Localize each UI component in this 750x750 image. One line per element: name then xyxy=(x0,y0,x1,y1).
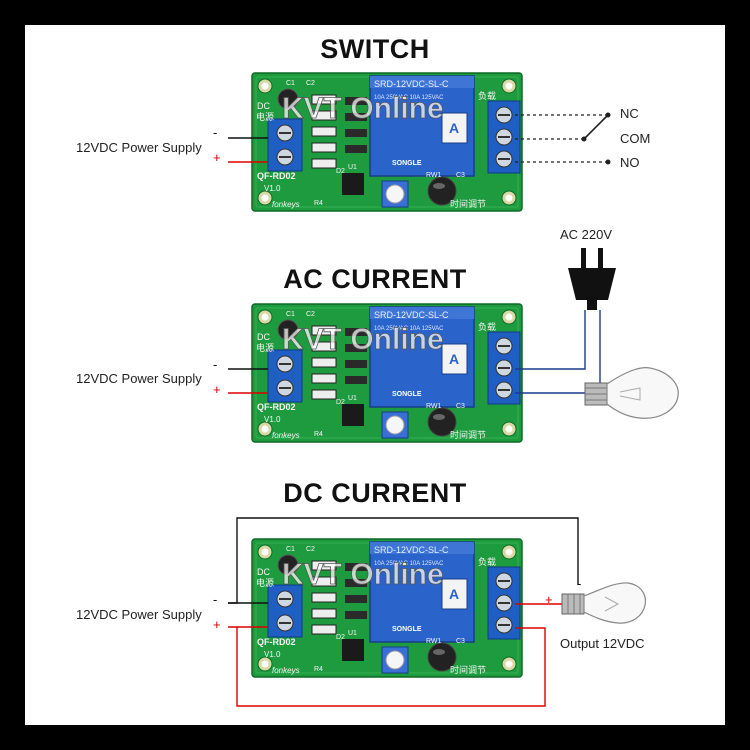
board-version-text: V1.0 xyxy=(264,184,281,193)
board-maker-text: fonkeys xyxy=(272,200,300,209)
ac-minus-sign: - xyxy=(213,357,218,372)
silk-load-text: 负载 xyxy=(478,556,496,567)
silk-dc-text: DC xyxy=(257,332,270,342)
board-version-text: V1.0 xyxy=(264,415,281,424)
ac-plug-icon xyxy=(568,248,616,310)
silk-load-text: 负载 xyxy=(478,321,496,332)
dc-supply-label: 12VDC Power Supply xyxy=(76,607,202,622)
silk-rw1-text: RW1 xyxy=(426,172,442,179)
relay-rating-text: 10A 250VAC 10A 125VAC xyxy=(374,561,444,567)
no-label: NO xyxy=(620,155,640,170)
silk-time-text: 时间调节 xyxy=(450,429,486,440)
relay-module-board: SRD-12VDC-SL-C 10A 250VAC 10A 125VAC SONGL… xyxy=(251,538,523,678)
silk-r4-text: R4 xyxy=(314,666,323,673)
dc-wiring xyxy=(228,517,647,707)
relay-brand-text: SONGLE xyxy=(392,160,422,167)
ac-supply-label: 12VDC Power Supply xyxy=(76,371,202,386)
ac-220v-label: AC 220V xyxy=(560,227,613,242)
dc-section-title: DC CURRENT xyxy=(283,478,467,508)
board-maker-text: fonkeys xyxy=(272,666,300,675)
dc-minus-sign: - xyxy=(213,592,218,607)
silk-time-text: 时间调节 xyxy=(450,198,486,209)
board-model-text: QF-RD02 xyxy=(257,171,296,181)
board-maker-text: fonkeys xyxy=(272,431,300,440)
relay-model-text: SRD-12VDC-SL-C xyxy=(374,545,449,555)
silk-c3-text: C3 xyxy=(456,638,465,645)
relay-rating-text: 10A 250VAC 10A 125VAC xyxy=(374,95,444,101)
relay-module-board: SRD-12VDC-SL-C 10A 250VAC 10A 125VAC SONGL… xyxy=(251,72,523,212)
silk-c2-text: C2 xyxy=(306,546,315,553)
silk-r4-text: R4 xyxy=(314,200,323,207)
dc-plus-sign: + xyxy=(213,617,221,632)
switch-contact xyxy=(583,114,609,140)
relay-module-board: SRD-12VDC-SL-C 10A 250VAC 10A 125VAC SONGL… xyxy=(251,303,523,443)
relay-model-text: SRD-12VDC-SL-C xyxy=(374,79,449,89)
silk-load-text: 负载 xyxy=(478,90,496,101)
silk-u1-text: U1 xyxy=(348,395,357,402)
watermark-text: KVT Online xyxy=(282,558,444,591)
com-label: COM xyxy=(620,131,651,146)
switch-plus-sign: + xyxy=(213,150,221,165)
silk-dc-text: DC xyxy=(257,567,270,577)
silk-u1-text: U1 xyxy=(348,164,357,171)
silk-c1-text: C1 xyxy=(286,80,295,87)
ac-wiring xyxy=(228,248,679,419)
silk-r4-text: R4 xyxy=(314,431,323,438)
dc-bulb-plus-sign: + xyxy=(545,592,553,607)
ac-bulb-icon xyxy=(584,367,679,419)
watermark-text: KVT Online xyxy=(282,323,444,356)
switch-wiring xyxy=(228,112,611,165)
silk-c1-text: C1 xyxy=(286,546,295,553)
relay-brand-text: SONGLE xyxy=(392,626,422,633)
silk-c3-text: C3 xyxy=(456,172,465,179)
silk-u1-text: U1 xyxy=(348,630,357,637)
relay-brand-text: SONGLE xyxy=(392,391,422,398)
switch-supply-label: 12VDC Power Supply xyxy=(76,140,202,155)
ac-section-title: AC CURRENT xyxy=(283,264,467,294)
board-model-text: QF-RD02 xyxy=(257,402,296,412)
silk-c1-text: C1 xyxy=(286,311,295,318)
silk-dc-text: DC xyxy=(257,101,270,111)
silk-d2-text: D2 xyxy=(336,634,345,641)
silk-c3-text: C3 xyxy=(456,403,465,410)
ac-plus-sign: + xyxy=(213,382,221,397)
silk-time-text: 时间调节 xyxy=(450,664,486,675)
board-version-text: V1.0 xyxy=(264,650,281,659)
silk-power-text: 电源 xyxy=(256,577,274,588)
switch-section-title: SWITCH xyxy=(320,34,430,64)
dc-bulb-icon xyxy=(561,582,647,624)
silk-c2-text: C2 xyxy=(306,80,315,87)
dc-bulb-minus-sign: - xyxy=(577,576,582,591)
nc-label: NC xyxy=(620,106,639,121)
silk-d2-text: D2 xyxy=(336,399,345,406)
silk-power-text: 电源 xyxy=(256,342,274,353)
watermark-text: KVT Online xyxy=(282,92,444,125)
silk-power-text: 电源 xyxy=(256,111,274,122)
silk-rw1-text: RW1 xyxy=(426,403,442,410)
silk-c2-text: C2 xyxy=(306,311,315,318)
board-model-text: QF-RD02 xyxy=(257,637,296,647)
silk-rw1-text: RW1 xyxy=(426,638,442,645)
relay-model-text: SRD-12VDC-SL-C xyxy=(374,310,449,320)
switch-minus-sign: - xyxy=(213,125,218,140)
silk-d2-text: D2 xyxy=(336,168,345,175)
output-12vdc-label: Output 12VDC xyxy=(560,636,645,651)
relay-rating-text: 10A 250VAC 10A 125VAC xyxy=(374,326,444,332)
